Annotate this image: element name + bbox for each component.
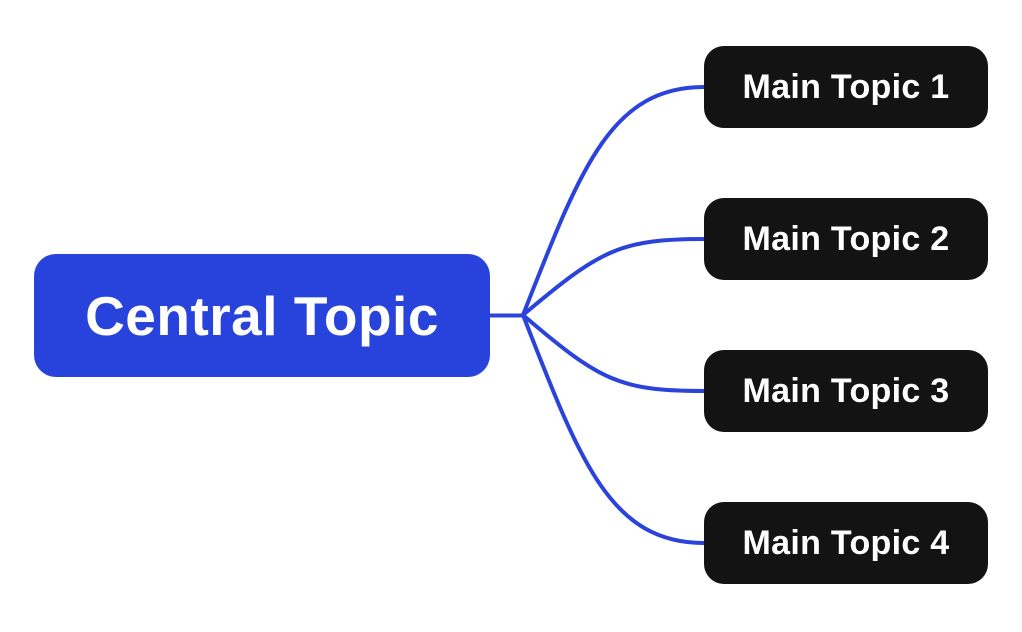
main-topic-4-node[interactable]: Main Topic 4 xyxy=(704,502,988,584)
main-topic-2-label: Main Topic 2 xyxy=(742,219,950,258)
central-topic-node[interactable]: Central Topic xyxy=(34,254,490,377)
main-topic-1-label: Main Topic 1 xyxy=(742,67,950,106)
connector-main-topic-3 xyxy=(521,313,706,393)
connector-main-topic-2 xyxy=(521,237,706,317)
central-topic-label: Central Topic xyxy=(85,284,439,347)
main-topic-2-node[interactable]: Main Topic 2 xyxy=(704,198,988,280)
main-topic-3-label: Main Topic 3 xyxy=(742,371,950,410)
connector-main-topic-1 xyxy=(521,85,706,317)
main-topic-1-node[interactable]: Main Topic 1 xyxy=(704,46,988,128)
main-topic-3-node[interactable]: Main Topic 3 xyxy=(704,350,988,432)
connector-main-topic-4 xyxy=(521,313,706,545)
main-topic-4-label: Main Topic 4 xyxy=(742,523,950,562)
